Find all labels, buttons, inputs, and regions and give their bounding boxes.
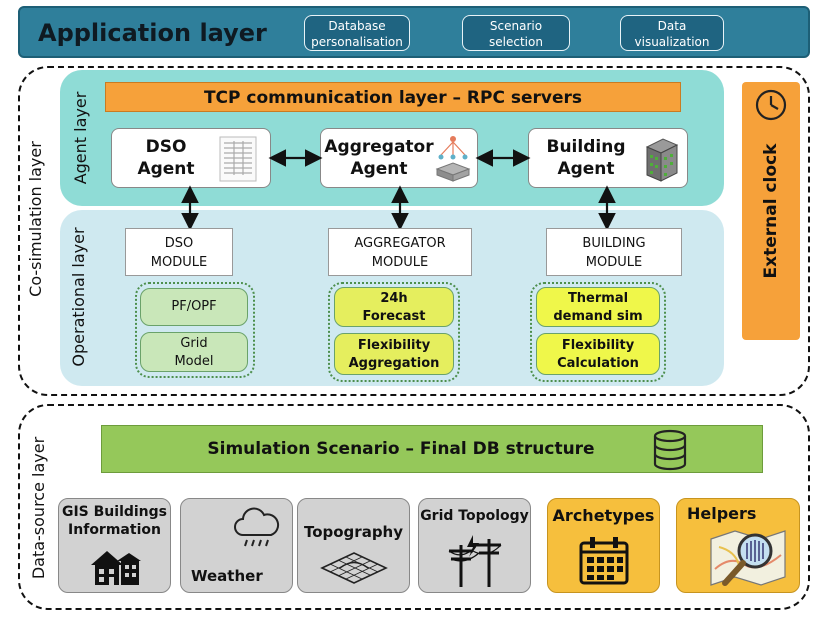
pf-opf-label: PF/OPF [171, 299, 217, 314]
gis-buildings-source[interactable]: GIS Buildings Information [58, 498, 171, 593]
gis-buildings-line1: GIS Buildings [61, 504, 168, 520]
topography-label: Topography [303, 523, 404, 541]
thermal-demand-pill[interactable]: Thermal demand sim [536, 287, 660, 327]
dso-agent-box[interactable]: DSO Agent [111, 128, 271, 188]
application-layer-title: Application layer [38, 19, 267, 47]
pf-opf-pill[interactable]: PF/OPF [140, 288, 248, 326]
cloud-rain-icon [234, 507, 280, 547]
data-source-layer-frame [18, 404, 810, 610]
thermal-demand-line1: Thermal [567, 291, 629, 306]
flexibility-calculation-pill[interactable]: Flexibility Calculation [536, 333, 660, 375]
aggregator-agent-line2: Agent [350, 159, 408, 179]
helpers-source[interactable]: Helpers [676, 498, 800, 593]
application-layer: Application layer Database personalisati… [18, 6, 810, 58]
dso-module-line1: DSO [164, 236, 194, 251]
building-icon [645, 138, 679, 182]
grid-model-line1: Grid [180, 336, 208, 351]
external-clock-bar [742, 82, 800, 340]
terrain-mesh-icon [320, 552, 388, 584]
house-icon [91, 551, 141, 585]
database-personalisation-line1: Database [328, 19, 386, 33]
flexibility-aggregation-line2: Aggregation [348, 356, 440, 371]
building-module-line2: MODULE [585, 255, 643, 270]
building-submodule-group [530, 282, 666, 382]
data-visualization-line2: visualization [634, 35, 710, 49]
building-module-box[interactable]: BUILDING MODULE [546, 228, 682, 276]
dso-module-line2: MODULE [150, 255, 208, 270]
building-agent-line1: Building [546, 137, 626, 157]
scenario-selection-line2: selection [489, 35, 543, 49]
grid-topology-label: Grid Topology [420, 508, 529, 524]
flexibility-aggregation-line1: Flexibility [357, 338, 431, 353]
flexibility-calculation-line1: Flexibility [561, 338, 635, 353]
grid-model-pill[interactable]: Grid Model [140, 332, 248, 372]
data-visualization-button[interactable]: Data visualization [620, 15, 724, 51]
archetypes-label: Archetypes [552, 506, 655, 525]
dso-submodule-group [135, 282, 255, 378]
aggregator-module-line2: MODULE [371, 255, 429, 270]
gis-buildings-line2: Information [68, 522, 161, 538]
flexibility-calculation-line2: Calculation [557, 356, 639, 371]
aggregator-module-box[interactable]: AGGREGATOR MODULE [328, 228, 472, 276]
database-personalisation-line2: personalisation [311, 35, 403, 49]
aggregator-agent-box[interactable]: Aggregator Agent [320, 128, 478, 188]
dso-agent-line1: DSO [145, 137, 187, 157]
simulation-scenario-label: Simulation Scenario – Final DB structure [207, 439, 595, 459]
table-icon [219, 136, 257, 182]
forecast-pill[interactable]: 24h Forecast [334, 287, 454, 327]
clock-icon [755, 89, 787, 121]
map-magnifier-icon [710, 530, 786, 586]
aggregator-submodule-group [328, 282, 460, 382]
thermal-demand-line2: demand sim [553, 309, 643, 324]
building-agent-line2: Agent [557, 159, 615, 179]
power-pole-icon [448, 535, 502, 587]
dso-module-box[interactable]: DSO MODULE [125, 228, 233, 276]
flexibility-aggregation-pill[interactable]: Flexibility Aggregation [334, 333, 454, 375]
grid-topology-source[interactable]: Grid Topology [418, 498, 531, 593]
network-icon [435, 136, 471, 182]
forecast-line1: 24h [380, 291, 408, 306]
calendar-icon [579, 537, 629, 585]
database-icon [653, 429, 687, 471]
weather-label: Weather [191, 567, 263, 585]
data-source-layer-label: Data-source layer [29, 436, 48, 580]
scenario-selection-line1: Scenario [489, 19, 543, 33]
aggregator-module-line1: AGGREGATOR [354, 236, 446, 251]
building-agent-box[interactable]: Building Agent [528, 128, 688, 188]
cosimulation-layer-frame [18, 66, 810, 396]
tcp-communication-bar: TCP communication layer – RPC servers [105, 82, 681, 112]
topography-source[interactable]: Topography [297, 498, 410, 593]
building-module-line1: BUILDING [582, 236, 646, 251]
archetypes-source[interactable]: Archetypes [547, 498, 660, 593]
grid-model-line2: Model [174, 354, 214, 369]
data-visualization-line1: Data [657, 19, 687, 33]
external-clock-label: External clock [761, 143, 781, 279]
scenario-selection-button[interactable]: Scenario selection [462, 15, 570, 51]
weather-source[interactable]: Weather [180, 498, 293, 593]
dso-agent-line2: Agent [137, 159, 195, 179]
forecast-line2: Forecast [362, 309, 426, 324]
database-personalisation-button[interactable]: Database personalisation [304, 15, 410, 51]
helpers-label: Helpers [687, 504, 757, 523]
aggregator-agent-line1: Aggregator [324, 137, 434, 157]
simulation-scenario-bar [101, 425, 763, 473]
